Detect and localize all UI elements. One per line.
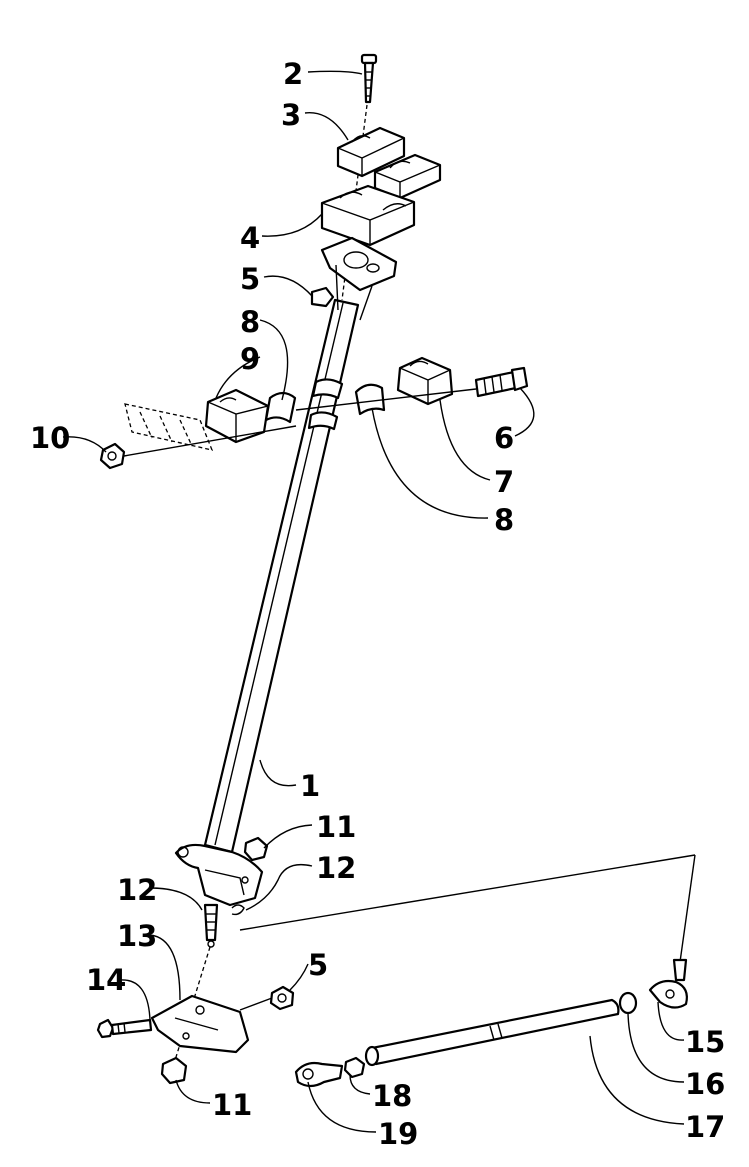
nut-5-upper [310,286,335,308]
bolt-12-left [203,903,219,948]
callout-7: 7 [494,465,514,499]
nut-11-upper [243,836,269,862]
handlebar-mount-bracket [320,236,398,321]
callout-8-lower: 8 [494,503,514,537]
callout-12-right: 12 [316,851,356,885]
clamp-7 [396,356,454,406]
callout-10: 10 [30,421,70,455]
lower-clamp-4 [320,184,416,247]
clamp-9 [204,388,270,444]
tie-rod-17 [364,998,620,1067]
upper-clamp-3 [336,126,442,200]
tie-rod-end-19 [294,1061,344,1088]
callout-11-lower: 11 [212,1088,252,1122]
bolt-14 [96,1018,153,1039]
bolt-6 [474,366,529,398]
steering-post [174,298,360,907]
callout-6: 6 [494,421,514,455]
callout-11-upper: 11 [316,810,356,844]
callout-18: 18 [372,1079,412,1113]
callout-3: 3 [281,98,301,132]
jam-nut-18 [343,1056,366,1079]
pitman-arm-13 [150,994,250,1054]
callout-labels: 1 2 3 4 5 5 6 7 8 8 9 10 11 11 12 12 13 … [30,57,725,1151]
callout-12-left: 12 [117,873,157,907]
callout-4: 4 [240,221,260,255]
callout-leaders [62,70,685,1133]
nut-11-lower [160,1056,188,1085]
tie-rod-end-15 [648,958,688,1009]
cotter-12-right [231,904,245,916]
callout-13: 13 [117,919,157,953]
callout-14: 14 [86,963,126,997]
callout-5-lower: 5 [308,948,328,982]
callout-17: 17 [685,1110,725,1144]
callout-15: 15 [685,1025,725,1059]
nut-10 [99,442,126,470]
callout-9: 9 [240,342,260,376]
bushing-8-left [264,391,297,424]
bolt-2 [360,53,378,104]
hand-grip-ghost [124,403,214,451]
nut-5-lower [269,985,295,1011]
callout-5-upper: 5 [240,262,260,296]
jam-nut-16 [618,991,638,1015]
callout-2: 2 [283,57,303,91]
callout-16: 16 [685,1067,725,1101]
bushing-8-right [354,383,386,416]
callout-8-upper: 8 [240,305,260,339]
callout-19: 19 [378,1117,418,1151]
callout-1: 1 [300,769,320,803]
